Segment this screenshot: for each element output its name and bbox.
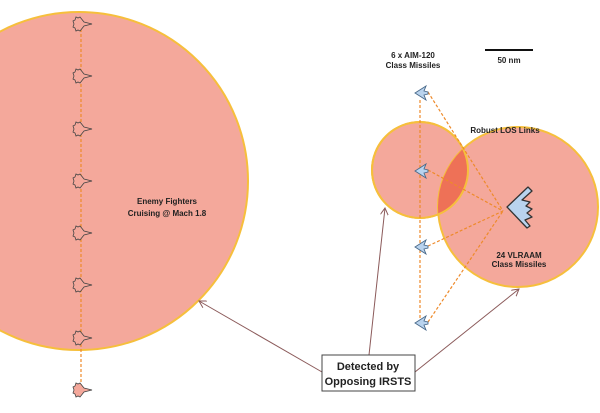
fighter-icon xyxy=(72,382,93,398)
missile-icon xyxy=(414,315,429,331)
los-label: Robust LOS Links xyxy=(470,126,540,135)
vlraam-label-2: Class Missiles xyxy=(492,260,547,269)
detected-label-2: Opposing IRSTS xyxy=(325,376,412,388)
vlraam-label-1: 24 VLRAAM xyxy=(496,251,542,260)
aim120-label-1: 6 x AIM-120 xyxy=(391,51,435,60)
missile-icon xyxy=(414,85,429,101)
missile-icon xyxy=(414,239,429,255)
enemy-label-1: Enemy Fighters xyxy=(137,197,198,206)
enemy-label-2: Cruising @ Mach 1.8 xyxy=(128,209,207,218)
detection-arrows xyxy=(199,208,519,373)
detected-box xyxy=(321,354,416,392)
aim120-label-2: Class Missiles xyxy=(386,61,441,70)
enemy-detection-zone xyxy=(0,11,249,351)
bomber-icon xyxy=(506,186,533,229)
los-links xyxy=(419,91,504,323)
detected-label-1: Detected by xyxy=(337,361,400,373)
scale-label: 50 nm xyxy=(497,56,520,65)
